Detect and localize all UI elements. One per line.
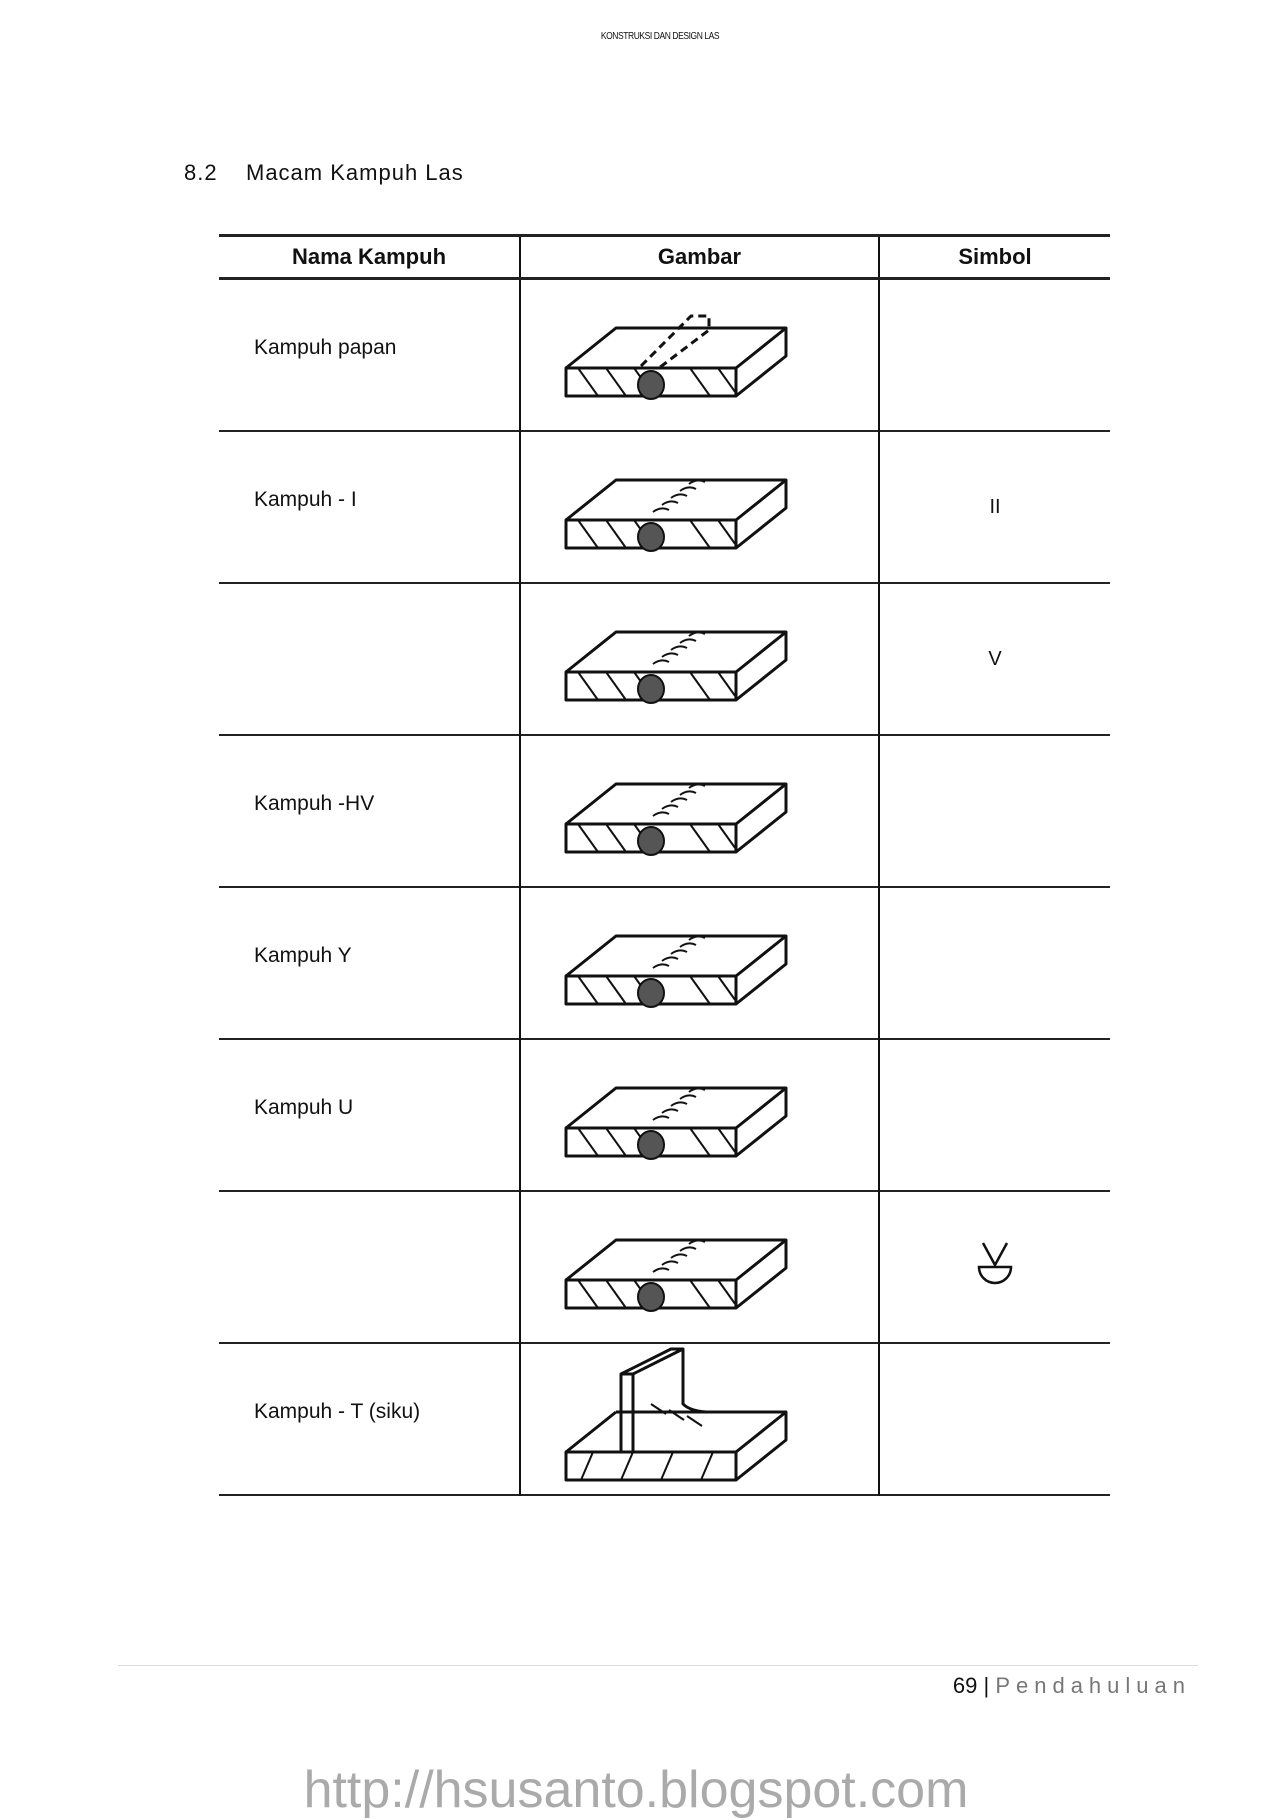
drawing-t-joint [519, 1343, 879, 1495]
drawing-y-butt [519, 887, 879, 1039]
drawing-v-sealing [519, 1191, 879, 1343]
drawing-v-butt [519, 583, 879, 735]
drawing-i-butt [519, 431, 879, 583]
drawing-hv-butt [519, 735, 879, 887]
drawing-u-butt [519, 1039, 879, 1191]
joint-name: Kampuh -HV [254, 792, 375, 815]
column-header-drawing: Gambar [519, 235, 879, 279]
page-footer: 69 | Pendahuluan [953, 1673, 1191, 1699]
column-header-symbol: Simbol [878, 235, 1110, 279]
joint-symbol: V [878, 583, 1110, 735]
watermark: http://hsusanto.blogspot.com [303, 1761, 969, 1819]
table-row: Kampuh - T (siku) [219, 1343, 1110, 1495]
joint-symbol [878, 1343, 1110, 1495]
joint-name: Kampuh U [254, 1096, 354, 1119]
table-row: Kampuh papan [219, 278, 1110, 431]
section-title: Macam Kampuh Las [246, 160, 464, 185]
footer-section: Pendahuluan [995, 1673, 1191, 1698]
table-row: Kampuh - I II [219, 431, 1110, 583]
joint-symbol [878, 887, 1110, 1039]
joint-symbol [878, 278, 1110, 431]
running-header: KONSTRUKSI DAN DESIGN LAS [600, 31, 720, 42]
joint-symbol [878, 735, 1110, 887]
joint-name [219, 1191, 520, 1343]
table-row [219, 1191, 1110, 1343]
footer-divider [118, 1665, 1198, 1666]
joint-name: Kampuh - T (siku) [254, 1400, 421, 1423]
table-row: Kampuh Y [219, 887, 1110, 1039]
footer-separator: | [983, 1673, 990, 1698]
drawing-edge-plate [519, 278, 879, 431]
joint-name: Kampuh papan [254, 336, 397, 359]
table-header-row: Nama Kampuh Gambar Simbol [219, 235, 1110, 279]
section-number: 8.2 [184, 160, 218, 185]
section-heading: 8.2 Macam Kampuh Las [184, 160, 464, 186]
column-header-name: Nama Kampuh [291, 244, 447, 269]
page-number: 69 [952, 1673, 978, 1698]
joint-name: Kampuh Y [254, 944, 352, 967]
v-with-sealing-run-icon [977, 1242, 1013, 1285]
joint-symbol: II [878, 431, 1110, 583]
joint-symbol [878, 1039, 1110, 1191]
table-row: Kampuh -HV [219, 735, 1110, 887]
table-row: V [219, 583, 1110, 735]
joint-name: Kampuh - I [254, 488, 357, 511]
joint-symbol [878, 1191, 1110, 1343]
joint-name [219, 583, 520, 735]
table-row: Kampuh U [219, 1039, 1110, 1191]
